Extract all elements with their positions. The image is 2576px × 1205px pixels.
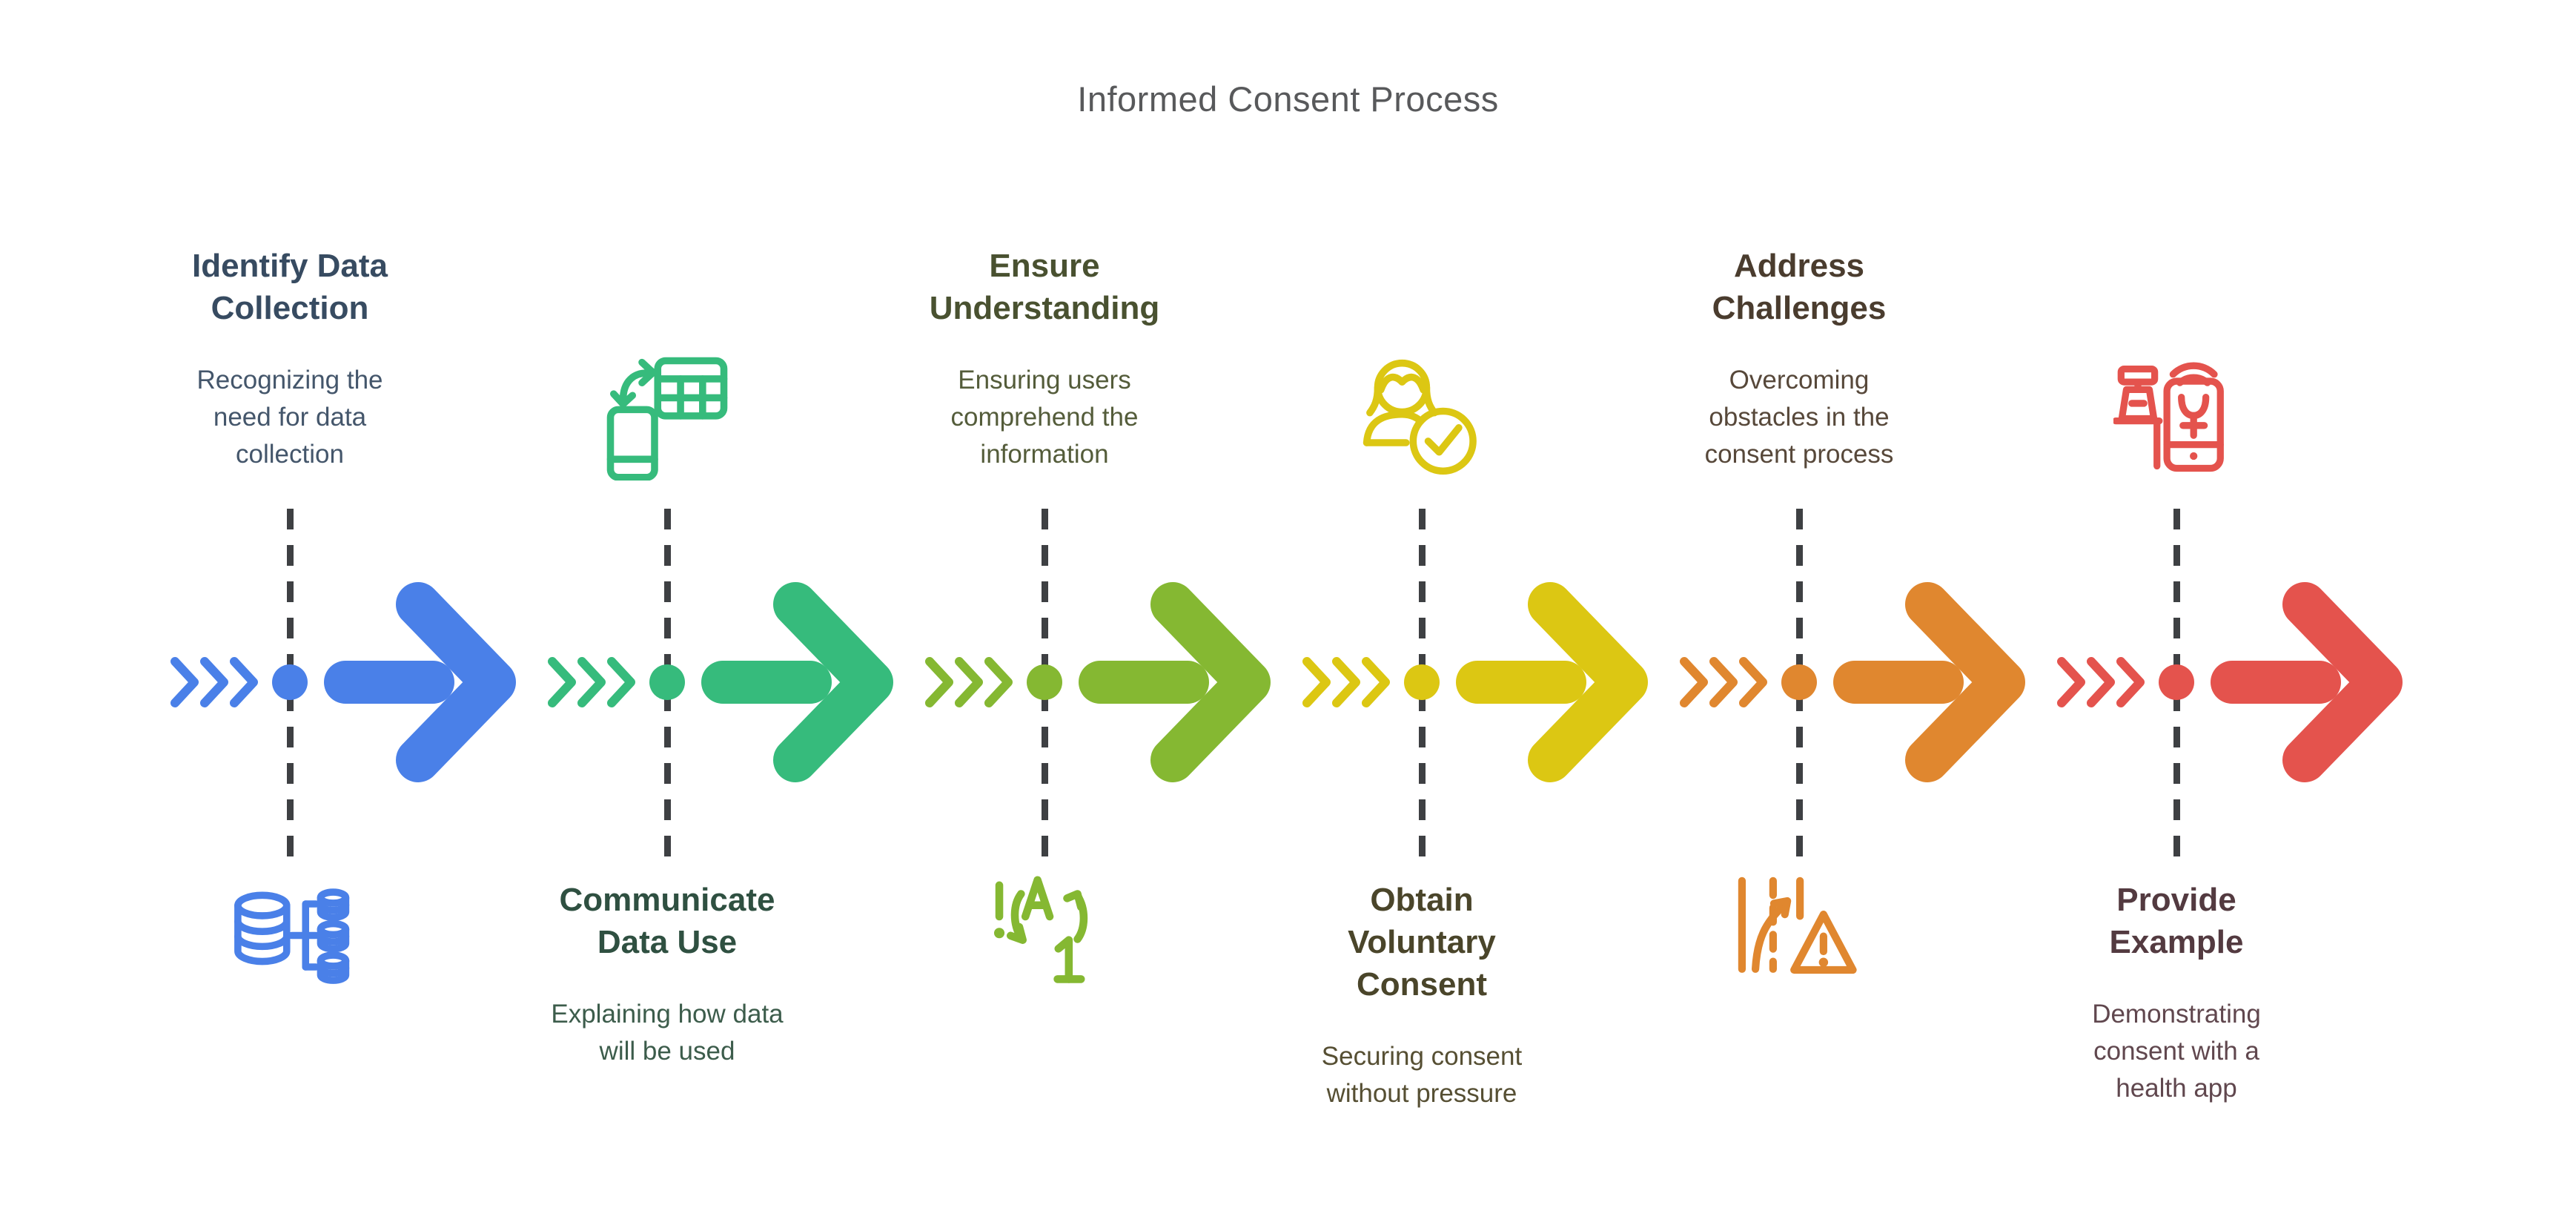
forward-arrow-icon (1456, 582, 1648, 782)
step-ensure-understanding: Ensure Understanding Ensuring users comp… (867, 0, 1271, 1205)
step-description: Demonstrating consent with a health app (2092, 1000, 2261, 1103)
forward-arrow-icon (1079, 582, 1271, 782)
chevrons-icon (1302, 657, 1390, 707)
page-title: Informed Consent Process (1077, 79, 1499, 119)
step-provide-example: Provide Example Demonstrating consent wi… (1999, 0, 2403, 1205)
mobile-payment-icon (2113, 362, 2224, 472)
chevrons-icon (170, 657, 258, 707)
step-description: Recognizing the need for data collection (196, 366, 383, 469)
timeline-dot (1027, 664, 1062, 700)
forward-arrow-icon (701, 582, 893, 782)
step-description: Explaining how data will be used (551, 1000, 784, 1066)
step-title: Identify Data Collection (191, 248, 388, 326)
timeline-dot (649, 664, 685, 700)
road-warning-icon (1738, 876, 1857, 974)
step-description: Securing consent without pressure (1321, 1042, 1523, 1108)
step-description: Overcoming obstacles in the consent proc… (1704, 366, 1894, 469)
step-title: Address Challenges (1712, 248, 1887, 326)
timeline-dot (2159, 664, 2194, 700)
step-text: Communicate Data Use Explaining how data… (489, 879, 845, 1070)
databases-icon (234, 888, 350, 984)
chevrons-icon (1680, 657, 1767, 707)
timeline-dot (1781, 664, 1817, 700)
step-title: Communicate Data Use (559, 882, 775, 960)
step-text: Identify Data Collection Recognizing the… (112, 245, 468, 473)
step-text: Obtain Voluntary Consent Securing consen… (1244, 879, 1600, 1112)
step-title: Ensure Understanding (929, 248, 1160, 326)
chevrons-icon (925, 657, 1013, 707)
timeline-dot (1404, 664, 1440, 700)
step-title: Provide Example (2109, 882, 2244, 960)
forward-arrow-icon (1833, 582, 2025, 782)
step-text: Provide Example Demonstrating consent wi… (1999, 879, 2354, 1107)
step-communicate-data-use: Communicate Data Use Explaining how data… (489, 0, 893, 1205)
step-identify-data-collection: Identify Data Collection Recognizing the… (112, 0, 516, 1205)
step-address-challenges: Address Challenges Overcoming obstacles … (1621, 0, 2025, 1205)
timeline-dot (272, 664, 308, 700)
phone-spreadsheet-sync-icon (606, 357, 728, 481)
step-text: Address Challenges Overcoming obstacles … (1621, 245, 1977, 473)
comprehension-cycle-icon (994, 876, 1088, 983)
step-obtain-voluntary-consent: Obtain Voluntary Consent Securing consen… (1244, 0, 1648, 1205)
forward-arrow-icon (2211, 582, 2403, 782)
chevrons-icon (2057, 657, 2145, 707)
step-text: Ensure Understanding Ensuring users comp… (867, 245, 1222, 473)
chevrons-icon (548, 657, 635, 707)
step-description: Ensuring users comprehend the informatio… (950, 366, 1139, 469)
forward-arrow-icon (324, 582, 516, 782)
person-check-icon (1363, 359, 1477, 475)
step-title: Obtain Voluntary Consent (1348, 882, 1496, 1003)
